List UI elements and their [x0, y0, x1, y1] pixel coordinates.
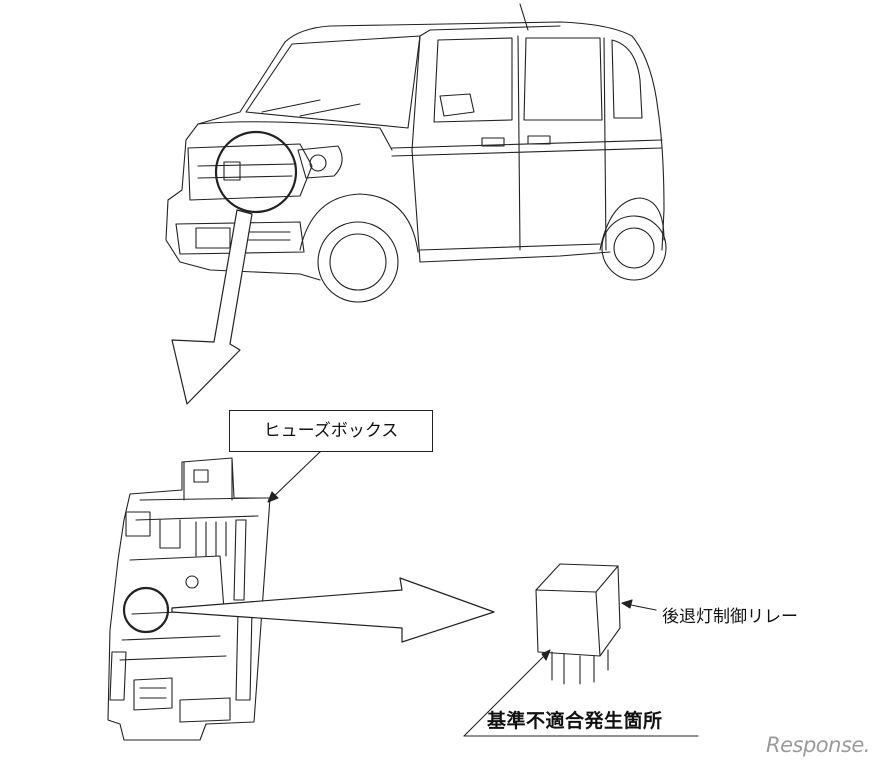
- right-arrow: [171, 577, 495, 643]
- down-arrow: [171, 209, 253, 405]
- relay-label: 後退灯制御リレー: [662, 607, 798, 627]
- fusebox-highlight-circle: [122, 586, 170, 634]
- nonconformity-location-label: 基準不適合発生箇所: [487, 710, 663, 732]
- relay-illustration: [535, 563, 621, 685]
- fuse-box-label: ヒューズボックス: [229, 410, 433, 452]
- fuse-box-illustration: [107, 457, 271, 741]
- car-highlight-circle: [214, 130, 298, 214]
- nonconformity-leader-line: [463, 653, 547, 737]
- response-watermark: Response.: [766, 733, 870, 757]
- fusebox-leader-line: [267, 449, 323, 503]
- car-illustration: [165, 3, 667, 303]
